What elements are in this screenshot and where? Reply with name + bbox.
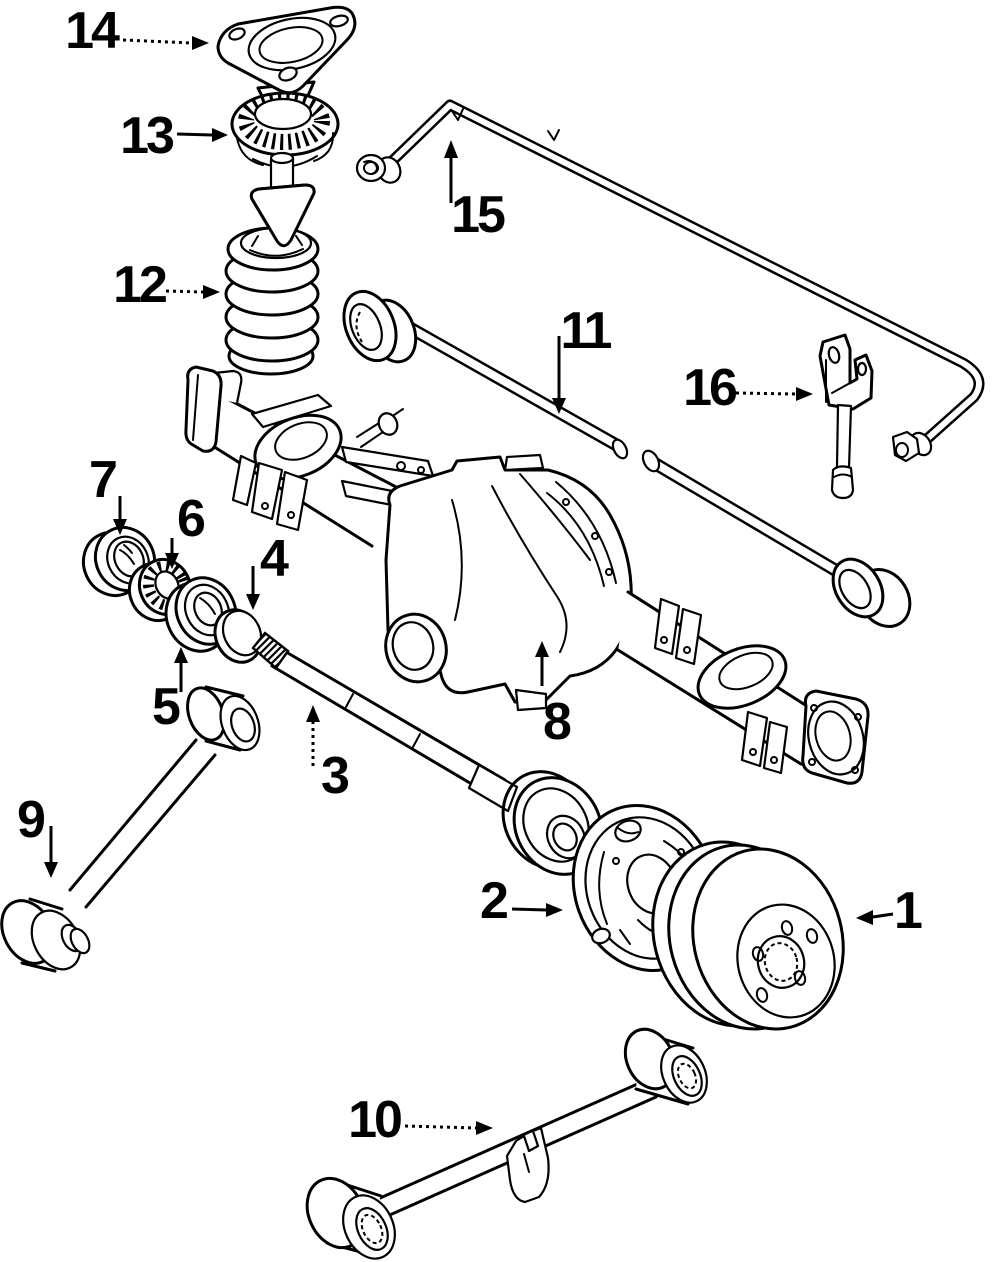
callout-6: 6	[165, 490, 208, 569]
brake-drum	[651, 840, 845, 1031]
callout-16: 16	[683, 359, 813, 417]
callout-14-label: 14	[65, 2, 120, 60]
callout-6-label: 6	[177, 490, 205, 548]
callout-13-label: 13	[120, 107, 174, 165]
callout-16-label: 16	[683, 359, 737, 417]
bearing-retainer-ring	[81, 526, 157, 597]
callout-2-arrow	[511, 907, 547, 912]
callout-14-arrow	[122, 38, 193, 45]
callout-12-label: 12	[113, 256, 166, 314]
coil-spring	[224, 183, 320, 376]
trailing-arm	[0, 685, 261, 973]
callout-15: 15	[444, 140, 508, 244]
axle-shaft	[251, 631, 604, 876]
callout-2: 2	[480, 872, 563, 930]
callout-7-label: 7	[89, 451, 116, 509]
callout-12-arrow	[165, 289, 204, 294]
stabilizer-bar	[355, 99, 985, 463]
spring-seat-bearing	[230, 91, 340, 168]
lateral-track-rod	[342, 289, 912, 628]
callout-12: 12	[113, 256, 220, 314]
callout-9-label: 9	[17, 791, 44, 849]
callout-3: 3	[306, 705, 352, 805]
callout-10: 10	[348, 1091, 493, 1149]
callout-2-label: 2	[480, 872, 507, 930]
callout-15-label: 15	[451, 186, 505, 244]
callout-7: 7	[89, 451, 127, 535]
callout-3-label: 3	[321, 747, 349, 805]
callout-1: 1	[856, 882, 925, 940]
lower-control-arm	[305, 1027, 708, 1260]
callout-14: 14	[65, 2, 209, 60]
callout-4-label: 4	[260, 530, 289, 588]
callout-10-label: 10	[348, 1091, 401, 1149]
callout-13-arrow	[176, 132, 213, 137]
callout-16-arrow	[735, 391, 797, 396]
spacer-ring	[213, 608, 263, 664]
callout-8-label: 8	[543, 693, 571, 751]
wheel-bearing	[164, 576, 238, 653]
callout-10-arrow	[404, 1124, 477, 1130]
callout-1-label: 1	[894, 882, 922, 940]
axle-housing	[184, 365, 870, 785]
callout-11-label: 11	[561, 302, 612, 360]
callouts: 14 13 12 15 11 16	[17, 2, 925, 1149]
callout-13: 13	[120, 107, 228, 165]
callout-9: 9	[17, 791, 58, 878]
callout-1-arrow	[872, 912, 894, 919]
callout-8: 8	[535, 641, 574, 751]
callout-5-label: 5	[152, 678, 180, 736]
callout-11: 11	[552, 302, 615, 414]
stabilizer-link	[818, 333, 874, 500]
callout-5: 5	[152, 647, 188, 736]
